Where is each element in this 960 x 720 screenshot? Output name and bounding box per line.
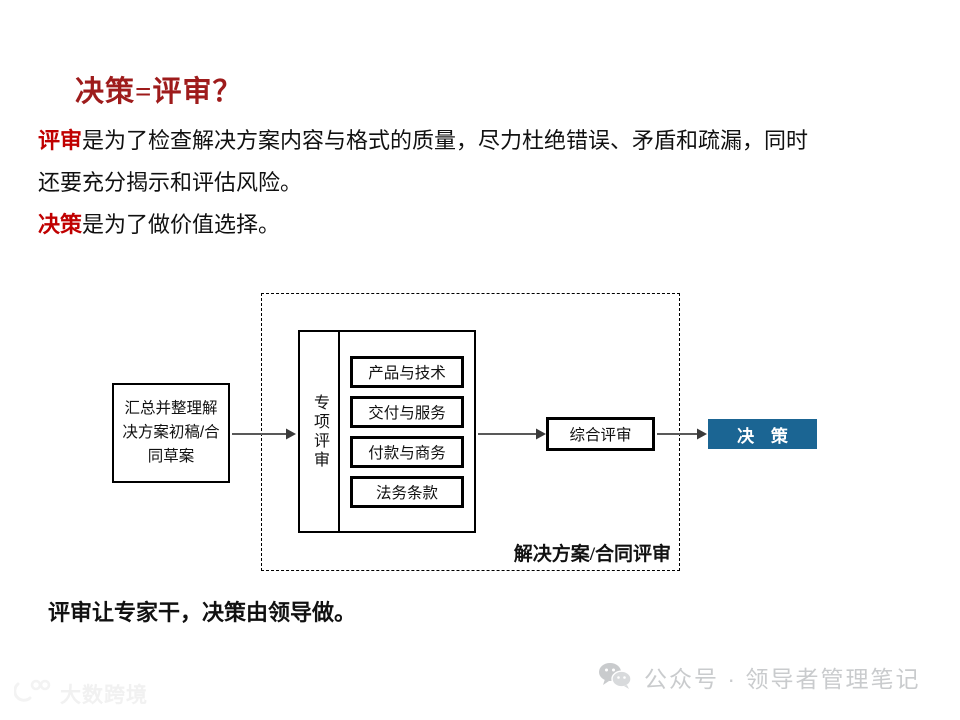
arrow-review-to-combined (478, 428, 546, 440)
solution-contract-review-group: 解决方案/合同评审 (261, 293, 680, 571)
paragraph-line-1-text: 是为了检查解决方案内容与格式的质量，尽力杜绝错误、矛盾和疏漏，同时 (82, 128, 809, 153)
paragraph-line-3-text: 是为了做价值选择。 (82, 212, 281, 237)
watermark: 大数跨境 (13, 678, 148, 709)
footer-wechat: 公众号 · 领导者管理笔记 (598, 660, 920, 694)
watermark-text: 大数跨境 (60, 683, 148, 707)
page-title: 决策=评审？ (75, 76, 243, 108)
intake-box: 汇总并整理解决方案初稿/合同草案 (112, 383, 230, 483)
body-paragraph: 评审是为了检查解决方案内容与格式的质量，尽力杜绝错误、矛盾和疏漏，同时 还要充分… (38, 120, 938, 246)
combined-review-box: 综合评审 (546, 417, 655, 451)
special-review-panel: 专项评审 产品与技术 交付与服务 付款与商务 法务条款 (298, 330, 476, 533)
review-item-legal-terms: 法务条款 (350, 475, 464, 508)
footer-wechat-text: 公众号 · 领导者管理笔记 (644, 666, 921, 692)
review-item-product-tech: 产品与技术 (350, 355, 464, 388)
closing-statement: 评审让专家干，决策由领导做。 (48, 600, 357, 625)
group-label: 解决方案/合同评审 (513, 544, 671, 565)
arrow-combined-to-decision (657, 428, 707, 440)
keyword-decision: 决策 (38, 212, 83, 237)
paragraph-line-1: 评审是为了检查解决方案内容与格式的质量，尽力杜绝错误、矛盾和疏漏，同时 (38, 120, 938, 162)
review-item-payment-business: 付款与商务 (350, 435, 464, 468)
special-review-vertical-label: 专项评审 (300, 332, 340, 531)
decision-badge: 决 策 (708, 419, 817, 449)
review-item-delivery-service: 交付与服务 (350, 395, 464, 428)
special-review-label-text: 专项评审 (311, 393, 328, 470)
review-item-list: 产品与技术 交付与服务 付款与商务 法务条款 (340, 332, 474, 531)
paragraph-line-2: 还要充分揭示和评估风险。 (38, 170, 303, 195)
arrow-intake-to-review (232, 428, 296, 440)
wechat-icon (598, 661, 632, 694)
paragraph-line-3: 决策是为了做价值选择。 (38, 204, 938, 246)
keyword-review: 评审 (38, 128, 83, 153)
logo-mark-icon (13, 678, 54, 709)
